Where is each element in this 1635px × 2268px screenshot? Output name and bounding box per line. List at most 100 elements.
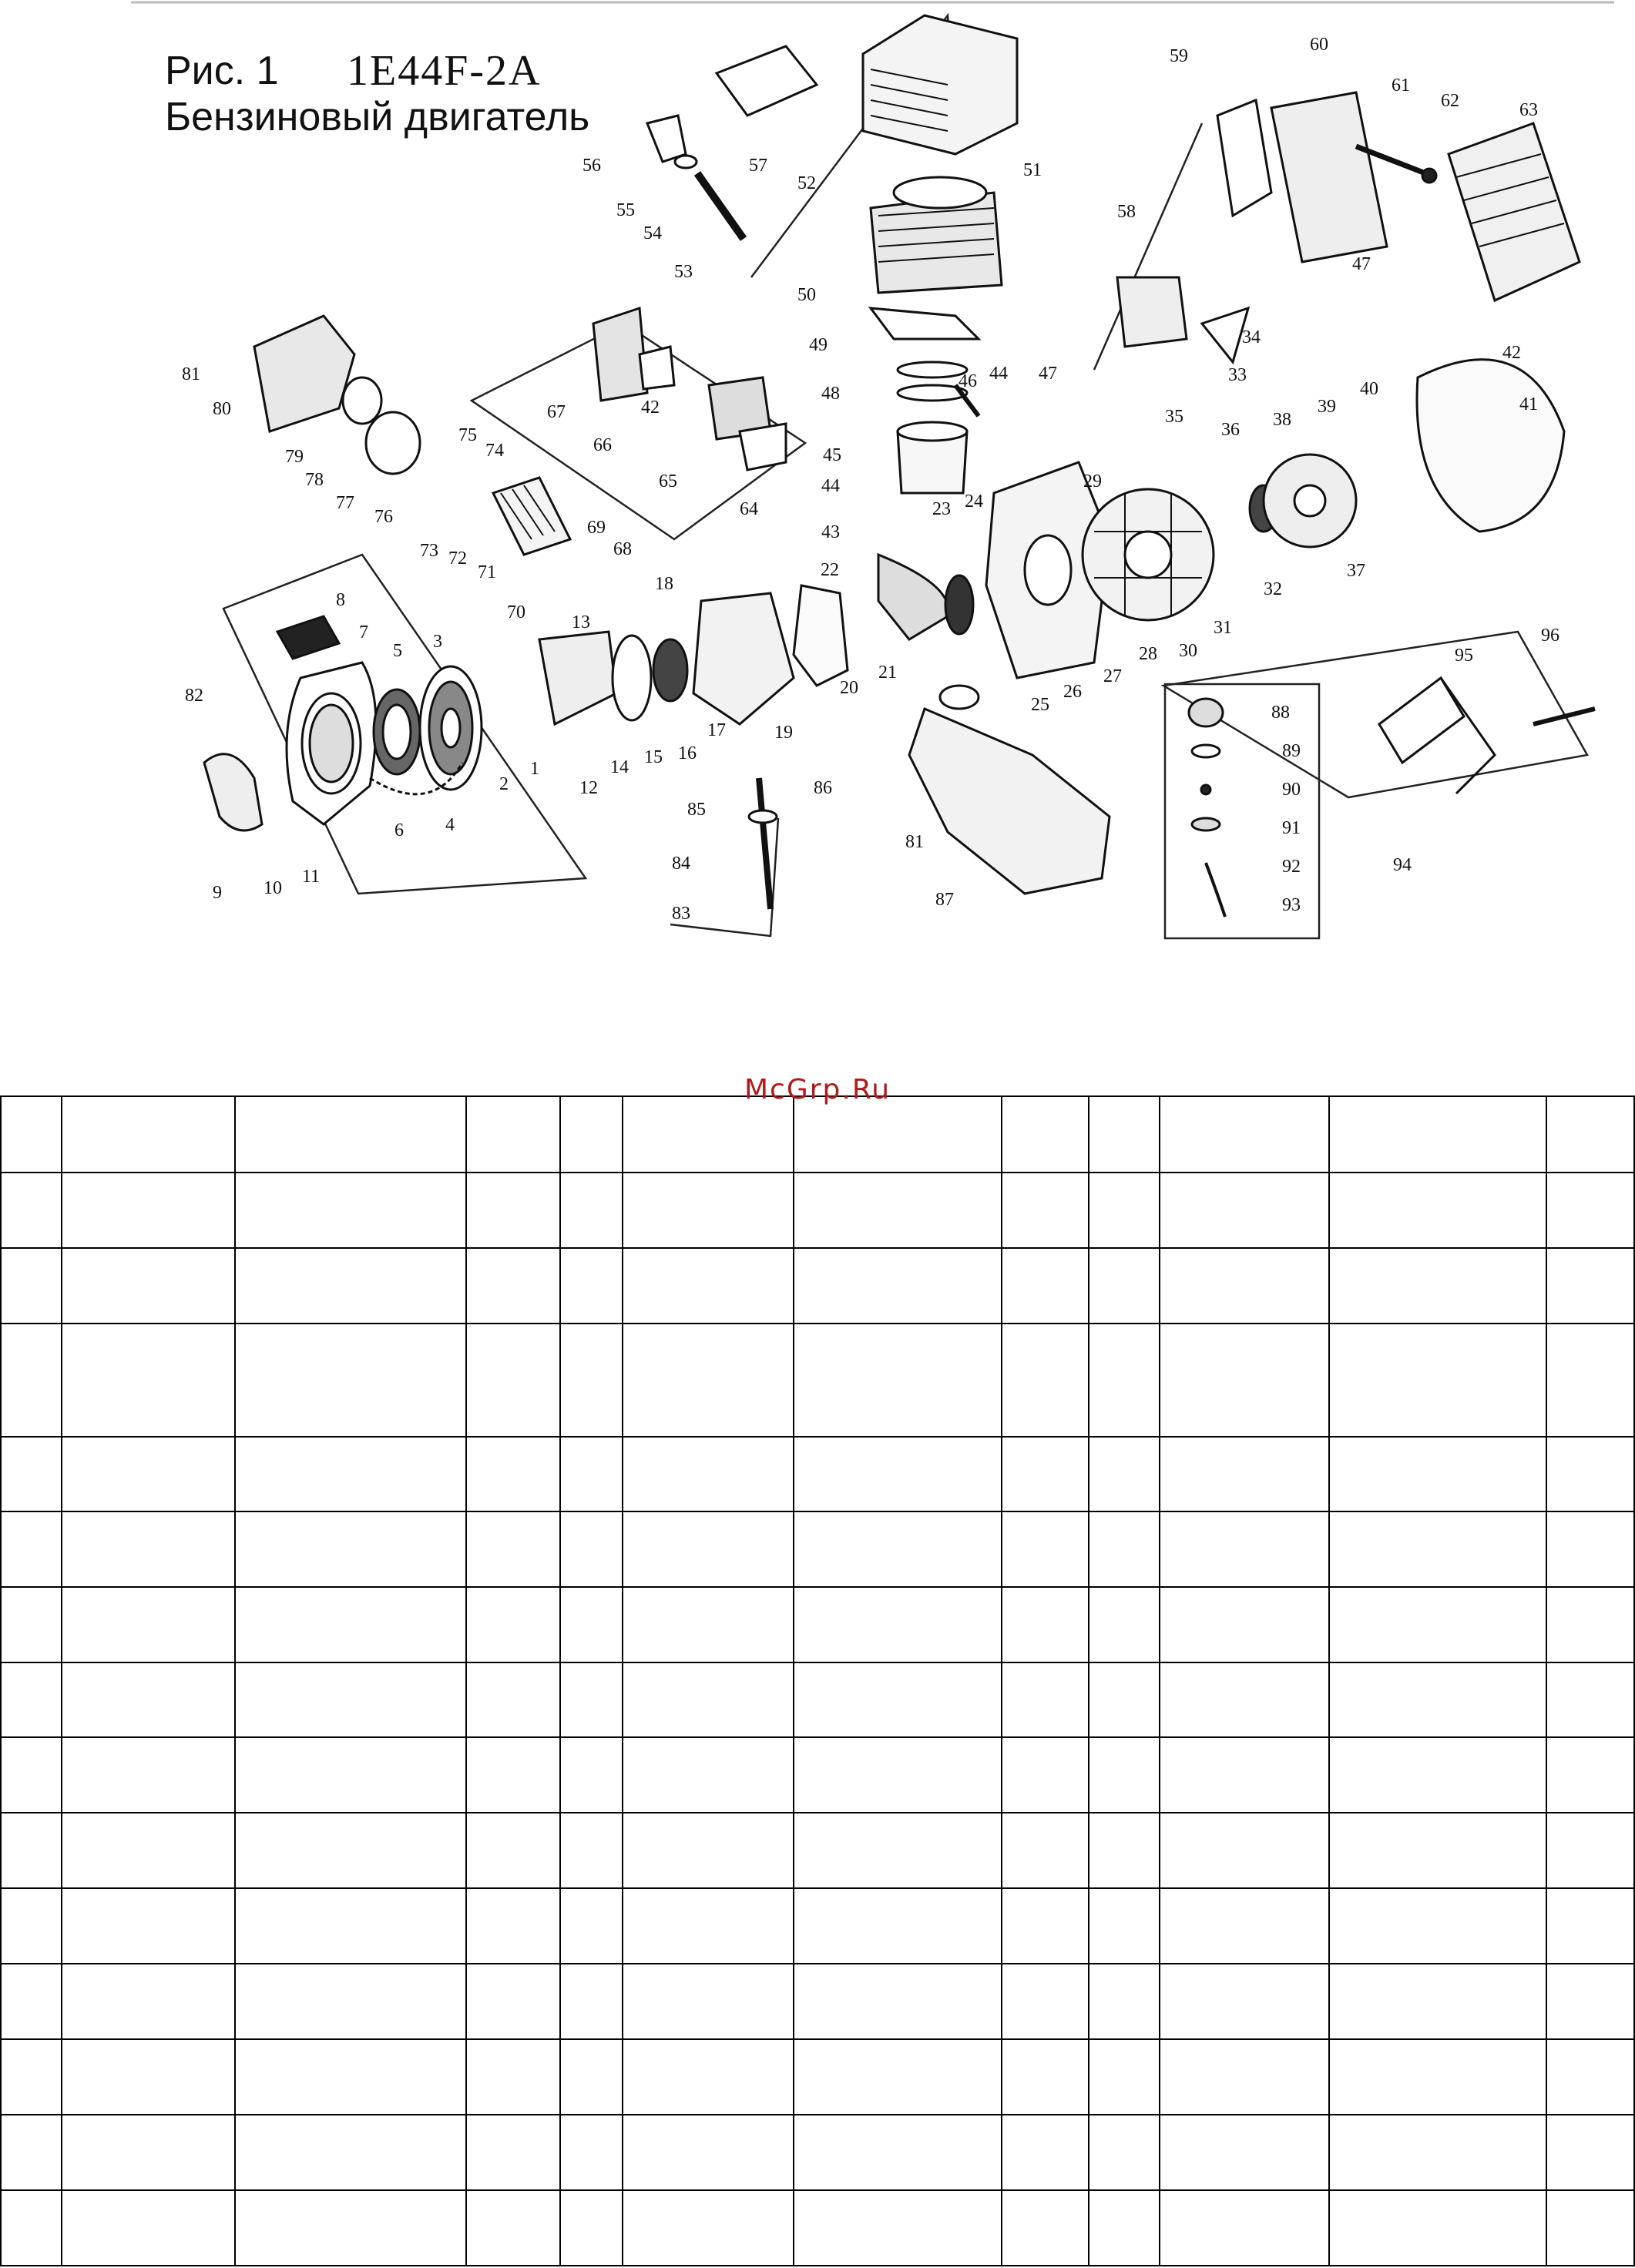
- callout-74: 74: [485, 441, 504, 461]
- callout-44b: 44: [989, 364, 1008, 384]
- fuel-cap: [1187, 697, 1227, 918]
- callout-60: 60: [1310, 35, 1328, 55]
- callout-3: 3: [433, 632, 442, 652]
- model-number: 1E44F-2A: [347, 47, 542, 95]
- callout-69: 69: [587, 518, 606, 538]
- callout-47b: 47: [1352, 254, 1371, 274]
- callout-49: 49: [809, 335, 828, 355]
- callout-26: 26: [1063, 682, 1082, 702]
- callout-18: 18: [655, 574, 673, 594]
- callout-2: 2: [499, 774, 509, 794]
- callout-67: 67: [547, 402, 566, 422]
- callout-5: 5: [393, 641, 402, 661]
- carburetor-group-outline: [469, 322, 807, 541]
- callout-32: 32: [1264, 579, 1282, 599]
- spark-plug: [645, 114, 747, 241]
- callout-50: 50: [797, 285, 816, 305]
- callout-19: 19: [774, 723, 793, 743]
- callout-91: 91: [1282, 818, 1301, 838]
- callout-16: 16: [678, 743, 697, 763]
- callout-88: 88: [1271, 703, 1290, 723]
- callout-38: 38: [1273, 410, 1291, 430]
- callout-71: 71: [478, 562, 496, 582]
- callout-79: 79: [285, 447, 304, 467]
- callout-6: 6: [394, 820, 404, 840]
- callout-labels: 1 2 3 4 5 6 7 8 9 10 11 12 13 14 15 16 1…: [182, 35, 1559, 924]
- callout-56: 56: [582, 156, 601, 176]
- callout-34: 34: [1242, 327, 1261, 347]
- callout-92: 92: [1282, 857, 1301, 877]
- callout-47: 47: [1039, 364, 1057, 384]
- callout-82: 82: [185, 686, 203, 706]
- callout-42b: 42: [641, 398, 660, 418]
- callout-36: 36: [1221, 420, 1240, 440]
- callout-13: 13: [572, 612, 590, 632]
- callout-33: 33: [1228, 365, 1247, 385]
- callout-28: 28: [1139, 644, 1157, 664]
- carburetor: [491, 306, 787, 556]
- callout-25: 25: [1031, 695, 1049, 715]
- muffler-leader: [1093, 122, 1204, 371]
- callout-62: 62: [1441, 91, 1459, 111]
- callout-52: 52: [797, 173, 816, 193]
- callout-87: 87: [935, 890, 954, 910]
- callout-8: 8: [336, 590, 345, 610]
- top-cover: [714, 14, 1019, 156]
- callout-1: 1: [530, 759, 539, 779]
- callout-77: 77: [336, 493, 354, 513]
- callout-95: 95: [1455, 646, 1473, 666]
- callout-51: 51: [1023, 160, 1042, 180]
- callout-96: 96: [1541, 626, 1559, 646]
- fuel-cap-group-outline: [1163, 683, 1321, 940]
- callout-75: 75: [458, 425, 477, 445]
- callout-21: 21: [878, 663, 897, 683]
- filter-leader: [670, 817, 780, 938]
- callout-43: 43: [821, 522, 840, 542]
- callout-94: 94: [1393, 855, 1412, 875]
- callout-27: 27: [1103, 666, 1122, 686]
- callout-81b: 81: [905, 832, 924, 852]
- callout-23: 23: [932, 499, 951, 519]
- callout-9: 9: [213, 883, 222, 903]
- callout-46: 46: [959, 371, 977, 391]
- callout-39: 39: [1318, 397, 1336, 417]
- callout-85: 85: [687, 800, 706, 820]
- fuel-tank: [747, 684, 1111, 910]
- callout-72: 72: [448, 549, 467, 569]
- callout-40: 40: [1360, 379, 1378, 399]
- handle: [1378, 676, 1596, 795]
- callout-73: 73: [420, 541, 438, 561]
- callout-29: 29: [1083, 471, 1102, 492]
- callout-63: 63: [1519, 100, 1538, 120]
- callout-41: 41: [1519, 394, 1538, 414]
- callout-30: 30: [1179, 641, 1197, 661]
- diagram-canvas: 1 2 3 4 5 6 7 8 9 10 11 12 13 14 15 16 1…: [131, 1, 1614, 940]
- callout-57: 57: [749, 156, 767, 176]
- callout-48: 48: [821, 384, 840, 404]
- handle-group-outline: [1160, 630, 1589, 799]
- callout-66: 66: [593, 435, 612, 455]
- callout-83: 83: [672, 904, 690, 924]
- callout-31: 31: [1214, 618, 1232, 638]
- table-grid: [0, 1095, 1635, 2266]
- callout-58: 58: [1117, 202, 1136, 222]
- cylinder-assembly: [868, 176, 1003, 495]
- recoil-starter: [203, 615, 483, 832]
- callout-70: 70: [507, 602, 525, 622]
- callout-90: 90: [1282, 780, 1301, 800]
- callout-37: 37: [1347, 561, 1365, 581]
- callout-93: 93: [1282, 895, 1301, 915]
- callout-10: 10: [264, 878, 282, 898]
- callout-84: 84: [672, 854, 690, 874]
- callout-61: 61: [1392, 75, 1410, 96]
- callout-55: 55: [616, 200, 635, 220]
- callout-86: 86: [814, 778, 832, 798]
- callout-64: 64: [740, 499, 758, 519]
- crankcase: [538, 461, 1111, 726]
- callout-4: 4: [445, 815, 455, 835]
- air-filter: [253, 314, 421, 475]
- callout-12: 12: [579, 778, 598, 798]
- callout-78: 78: [305, 470, 324, 490]
- callout-89: 89: [1282, 741, 1301, 761]
- parts-table: [0, 1095, 1635, 2266]
